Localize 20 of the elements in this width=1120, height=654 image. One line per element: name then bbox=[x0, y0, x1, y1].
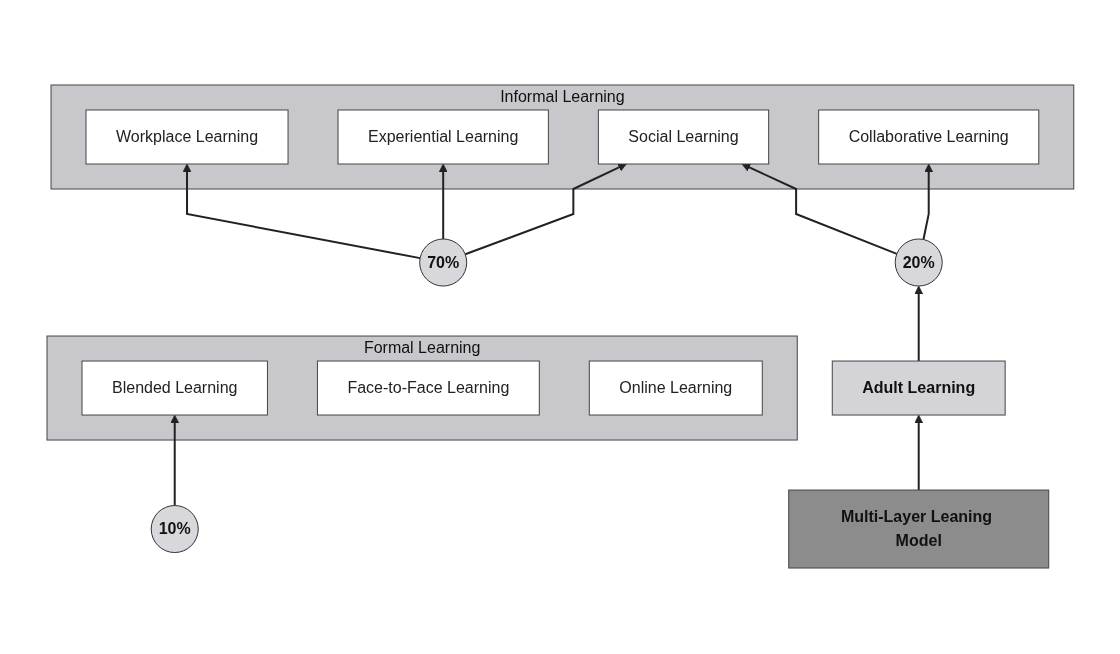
node-circle: 20% bbox=[894, 239, 943, 287]
node-box: Workplace Learning bbox=[85, 110, 289, 165]
arrow bbox=[463, 163, 627, 256]
node-box: Collaborative Learning bbox=[817, 110, 1039, 165]
node-circle: 10% bbox=[150, 505, 199, 554]
node-box: Online Learning bbox=[588, 361, 763, 416]
node-box: Experiential Learning bbox=[337, 110, 549, 165]
node-circle: 70% bbox=[418, 239, 467, 287]
arrow bbox=[169, 415, 179, 507]
node-box: Social Learning bbox=[597, 110, 769, 165]
arrow bbox=[438, 164, 448, 241]
arrow bbox=[182, 164, 421, 260]
arrow bbox=[913, 286, 923, 363]
arrow bbox=[922, 164, 933, 241]
arrow bbox=[913, 415, 923, 492]
node-box: Multi-Layer Leaning Model bbox=[787, 490, 1049, 569]
node-box: Blended Learning bbox=[81, 361, 268, 416]
node-box: Face-to-Face Learning bbox=[316, 361, 540, 416]
arrow bbox=[741, 163, 898, 256]
node-box: Adult Learning bbox=[831, 361, 1006, 416]
